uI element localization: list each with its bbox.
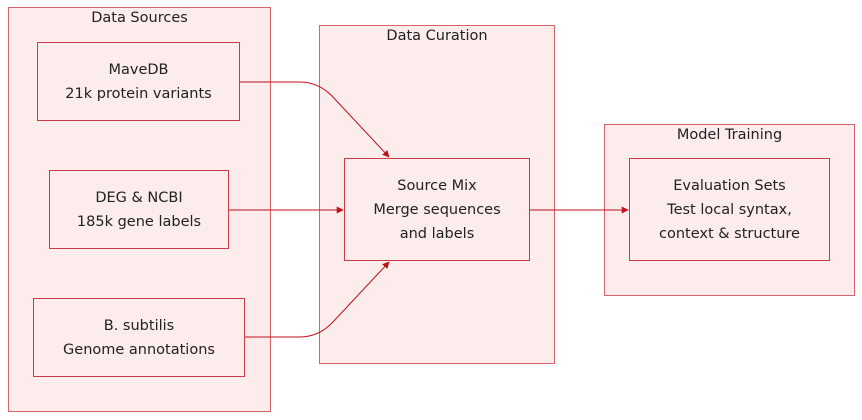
node-source-mix[interactable]: Source Mix Merge sequences and labels (344, 158, 530, 261)
node-subtitle: Genome annotations (63, 341, 215, 358)
node-subtitle: context & structure (659, 225, 800, 242)
node-subtitle: 21k protein variants (65, 85, 212, 102)
node-title: Evaluation Sets (673, 177, 786, 194)
cluster-title: Data Curation (386, 28, 488, 44)
cluster-title: Model Training (676, 127, 783, 143)
node-subtitle: Test local syntax, (667, 201, 792, 218)
cluster-title: Data Sources (91, 10, 188, 26)
node-subtitle: 185k gene labels (76, 213, 202, 230)
node-title: DEG & NCBI (95, 189, 183, 206)
node-evaluation-sets[interactable]: Evaluation Sets Test local syntax, conte… (629, 158, 830, 261)
node-mavedb[interactable]: MaveDB 21k protein variants (37, 42, 240, 121)
node-bsubtilis[interactable]: B. subtilis Genome annotations (33, 298, 245, 377)
node-title: B. subtilis (103, 317, 175, 334)
node-title: Source Mix (397, 177, 477, 194)
node-subtitle: Merge sequences (373, 201, 501, 218)
node-subtitle: and labels (399, 225, 475, 242)
node-deg-ncbi[interactable]: DEG & NCBI 185k gene labels (49, 170, 229, 249)
node-title: MaveDB (108, 61, 169, 78)
